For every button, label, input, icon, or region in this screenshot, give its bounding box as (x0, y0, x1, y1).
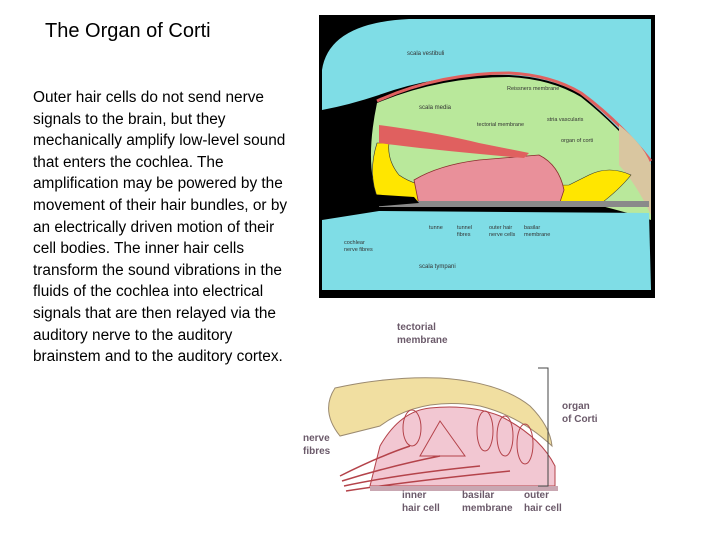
basilar-membrane-shape (370, 486, 558, 491)
label-nerve-1: nerve (303, 433, 330, 444)
label-nerve-2: fibres (303, 446, 331, 457)
label-outer-hair-cells-2: nerve cells (489, 232, 516, 238)
tectorial-membrane-shape (328, 377, 553, 448)
organ-of-corti-diagram: tectorial membrane organ of Corti nerve … (303, 322, 598, 514)
label-stria-vascularis: stria vascularis (547, 117, 584, 123)
nerve-fibres (322, 191, 419, 211)
tectorial-membrane (379, 125, 529, 158)
label-outer-hair-cell-1: outer (524, 490, 549, 501)
label-scala-vestibuli: scala vestibuli (407, 51, 444, 57)
label-tunnel: tunne (429, 225, 443, 231)
label-outer-hair-cells-1: outer hair (489, 225, 512, 231)
label-scala-tympani: scala tympani (419, 264, 456, 270)
stria-vascularis (619, 125, 651, 215)
slide-title: The Organ of Corti (45, 20, 211, 42)
label-inner-hair-cell-1: inner (402, 490, 427, 501)
body-text: Outer hair cells do not send nerve signa… (33, 89, 288, 366)
nerve-fibre-lines (339, 445, 511, 492)
label-basilar-1: basilar (462, 490, 494, 501)
cochlea-cross-section-diagram: scala vestibuli Reissners membrane scala… (319, 15, 655, 298)
label-tectorial-2: membrane (397, 335, 448, 346)
label-organ-1: organ (562, 401, 590, 412)
organ-of-corti-cells (413, 154, 565, 206)
label-basilar-membrane-1: basilar (524, 225, 540, 231)
label-tectorial-membrane: tectorial membrane (477, 122, 524, 128)
scala-vestibuli-region (322, 19, 651, 165)
reissners-membrane (376, 71, 653, 162)
label-tunnel-fibres-2: fibres (457, 232, 471, 238)
scala-tympani-region (322, 211, 651, 290)
label-cochlear-nerve-1: cochlear (344, 240, 365, 246)
label-scala-media: scala media (419, 105, 452, 111)
label-basilar-2: membrane (462, 503, 513, 514)
label-tunnel-fibres-1: tunnel (457, 225, 472, 231)
label-organ-of-corti: organ of corti (561, 138, 593, 144)
label-inner-hair-cell-2: hair cell (402, 503, 440, 514)
label-organ-2: of Corti (562, 414, 598, 425)
basilar-membrane (379, 201, 649, 207)
label-cochlear-nerve-2: nerve fibres (344, 247, 373, 253)
label-outer-hair-cell-2: hair cell (524, 503, 562, 514)
label-tectorial-1: tectorial (397, 322, 436, 333)
label-reissners-membrane: Reissners membrane (507, 86, 559, 92)
label-basilar-membrane-2: membrane (524, 232, 550, 238)
